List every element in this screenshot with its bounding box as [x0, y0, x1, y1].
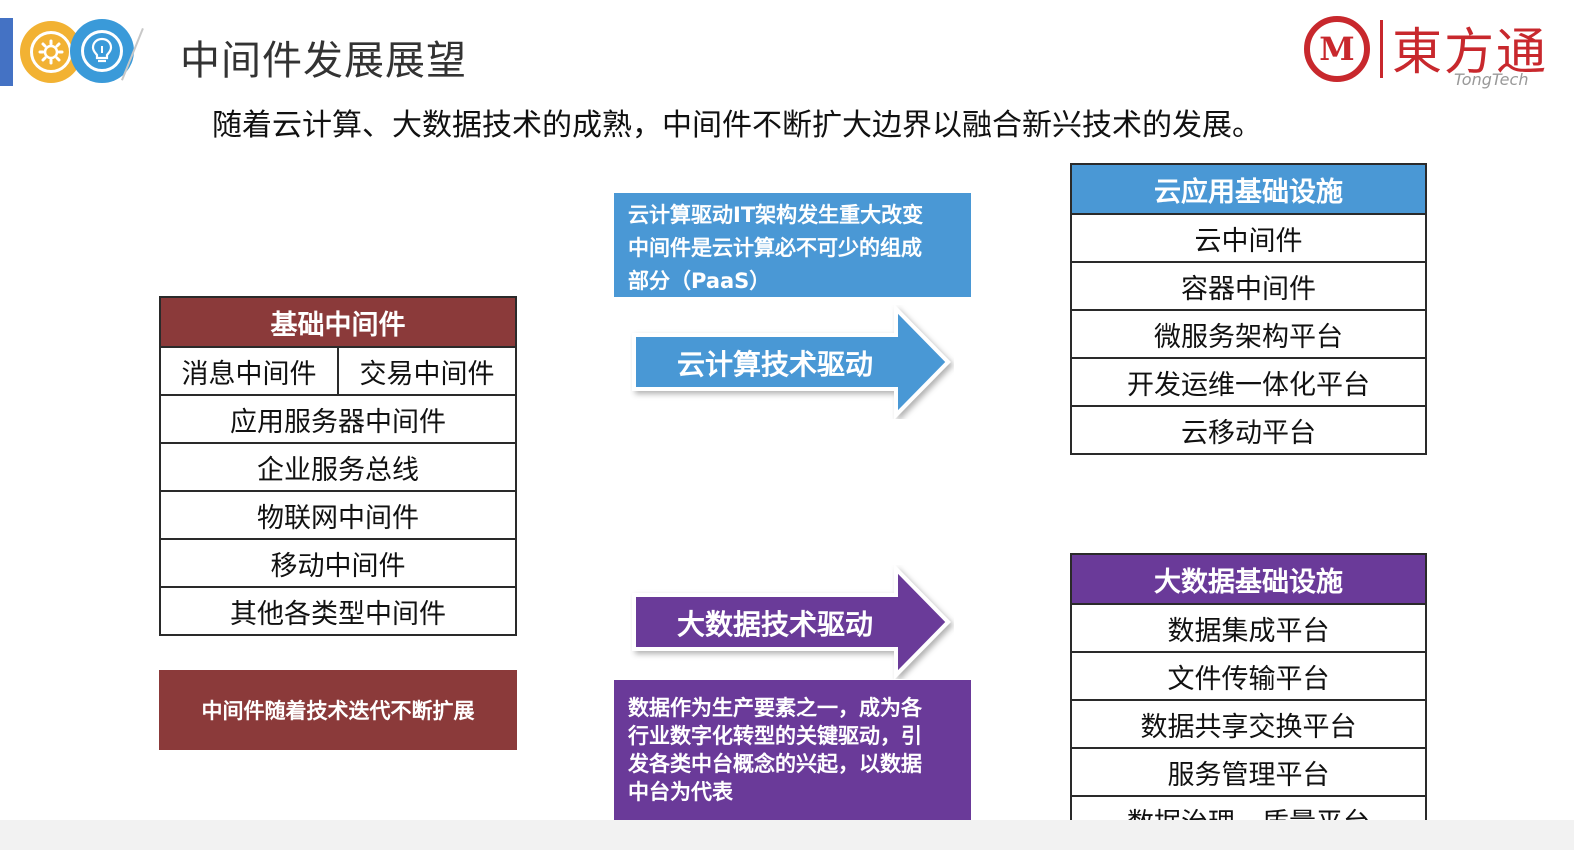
logo-mark: M: [1304, 16, 1370, 82]
bigdata-driver-arrow: 大数据技术驱动: [630, 565, 954, 679]
basic-middleware-item: 移动中间件: [161, 538, 515, 586]
bigdata-note-line: 发各类中台概念的兴起，以数据: [628, 752, 922, 776]
header-accent-bar: [0, 18, 13, 86]
basic-middleware-item: 其他各类型中间件: [161, 586, 515, 634]
cloud-infrastructure-item: 微服务架构平台: [1072, 309, 1425, 357]
footer-band: [0, 820, 1574, 850]
bigdata-note-line: 数据作为生产要素之一，成为各: [628, 696, 922, 720]
bigdata-infrastructure-stack: 大数据基础设施 数据集成平台 文件传输平台 数据共享交换平台 服务管理平台 数据…: [1070, 553, 1427, 845]
bigdata-arrow-shape: [632, 565, 951, 679]
logo-subtitle: TongTech: [1454, 70, 1529, 89]
basic-middleware-stack: 基础中间件 消息中间件 交易中间件 应用服务器中间件 企业服务总线 物联网中间件…: [159, 296, 517, 636]
bigdata-infrastructure-item: 服务管理平台: [1072, 747, 1425, 795]
bigdata-note-line: 行业数字化转型的关键驱动，引: [628, 724, 922, 748]
cloud-note-line: 云计算驱动IT架构发生重大改变: [628, 203, 924, 227]
cloud-infrastructure-stack: 云应用基础设施 云中间件 容器中间件 微服务架构平台 开发运维一体化平台 云移动…: [1070, 163, 1427, 455]
bigdata-infrastructure-title: 大数据基础设施: [1072, 555, 1425, 603]
company-logo: M 東方通 TongTech: [1304, 12, 1564, 90]
basic-middleware-item: 物联网中间件: [161, 490, 515, 538]
page-title: 中间件发展展望: [180, 38, 467, 84]
cloud-infrastructure-item: 开发运维一体化平台: [1072, 357, 1425, 405]
cloud-infrastructure-item: 云中间件: [1072, 213, 1425, 261]
bigdata-infrastructure-item: 文件传输平台: [1072, 651, 1425, 699]
bigdata-infrastructure-item: 数据集成平台: [1072, 603, 1425, 651]
basic-middleware-item: 应用服务器中间件: [161, 394, 515, 442]
bigdata-infrastructure-item: 数据共享交换平台: [1072, 699, 1425, 747]
basic-middleware-pair-row: 消息中间件 交易中间件: [161, 346, 515, 394]
cloud-note-line: 部分（PaaS）: [628, 269, 771, 293]
evolution-note: 中间件随着技术迭代不断扩展: [159, 670, 517, 750]
basic-middleware-title: 基础中间件: [161, 298, 515, 346]
cloud-driver-arrow: 云计算技术驱动: [630, 305, 954, 419]
cloud-arrow-label: 云计算技术驱动: [676, 348, 873, 381]
bigdata-driver-note: 数据作为生产要素之一，成为各 行业数字化转型的关键驱动，引 发各类中台概念的兴起…: [614, 680, 971, 822]
cloud-infrastructure-item: 云移动平台: [1072, 405, 1425, 453]
logo-divider: [1380, 20, 1383, 78]
cloud-driver-note: 云计算驱动IT架构发生重大改变 中间件是云计算必不可少的组成 部分（PaaS）: [614, 193, 971, 297]
cloud-arrow-shape: [632, 305, 951, 419]
gear-icon: [30, 31, 72, 73]
bigdata-note-line: 中台为代表: [628, 780, 733, 804]
lightbulb-icon: [81, 30, 123, 72]
bigdata-arrow-label: 大数据技术驱动: [676, 608, 873, 641]
transaction-middleware-cell: 交易中间件: [337, 348, 515, 394]
logo-name: 東方通: [1392, 23, 1548, 81]
cloud-infrastructure-item: 容器中间件: [1072, 261, 1425, 309]
cloud-infrastructure-title: 云应用基础设施: [1072, 165, 1425, 213]
headline: 随着云计算、大数据技术的成熟，中间件不断扩大边界以融合新兴技术的发展。: [212, 108, 1262, 143]
message-middleware-cell: 消息中间件: [181, 358, 317, 390]
basic-middleware-item: 企业服务总线: [161, 442, 515, 490]
cloud-note-line: 中间件是云计算必不可少的组成: [628, 236, 922, 260]
